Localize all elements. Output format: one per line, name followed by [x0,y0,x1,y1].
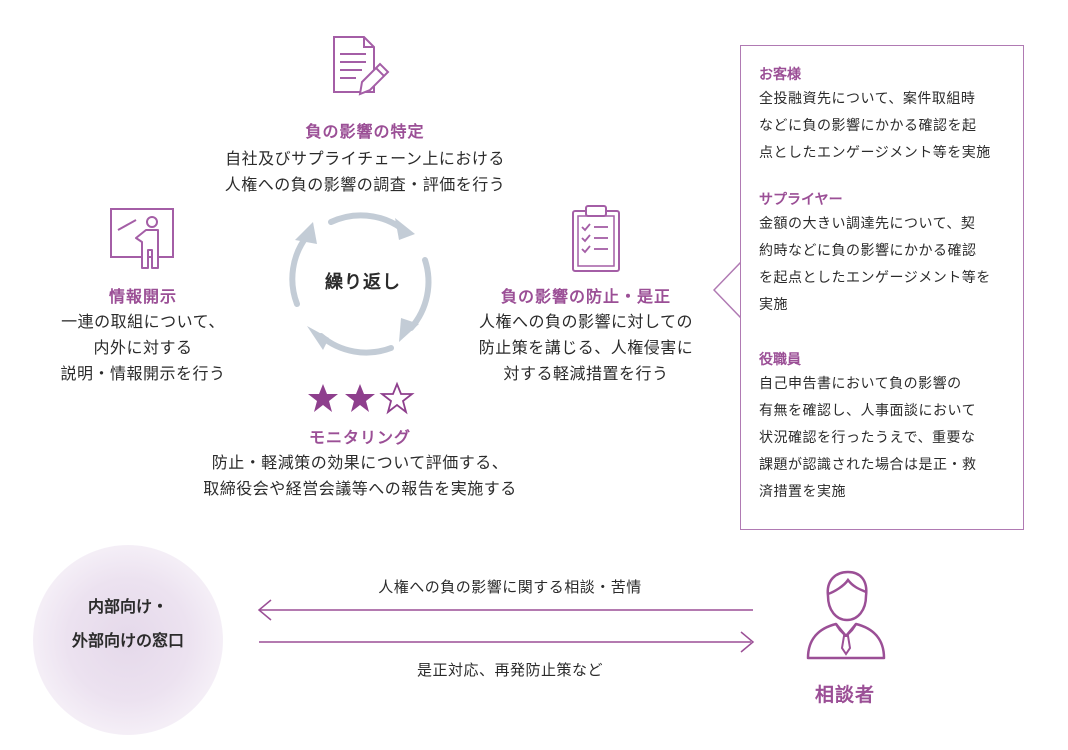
monitor-line: 取締役会や経営会議等への報告を実施する [203,479,517,498]
left-arrow [257,599,753,621]
detail-section-suppliers: サプライヤー 金額の大きい調達先について、契 約時などに負の影響にかかる確認 を… [759,189,991,319]
cycle-arrows [289,212,432,356]
star-outline-icon [379,381,415,415]
disclose-title: 情報開示 [108,287,177,306]
disclose-line: 一連の取組について、 [61,312,225,331]
top-arrow-label: 人権への負の影響に関する相談・苦情 [378,578,642,596]
person-suit-icon [806,570,886,660]
prevent-line: 人権への負の影響に対しての [478,312,694,331]
prevent-line: 対する軽減措置を行う [503,364,669,383]
detail-line: 金額の大きい調達先について、契 [759,216,976,232]
detail-line: などに負の影響にかかる確認を起 [759,118,977,134]
detail-line: を起点としたエンゲージメント等を [759,270,991,286]
monitor-title: モニタリング [308,428,411,447]
contact-line: 外部向けの窓口 [71,631,184,650]
detail-box: お客様 全投融資先について、案件取組時 などに負の影響にかかる確認を起 点とした… [740,45,1024,530]
stars-rating-icon [308,381,415,415]
monitor-description: 防止・軽減策の効果について評価する、 取締役会や経営会議等への報告を実施する [150,450,570,502]
disclose-step: 情報開示 一連の取組について、 内外に対する 説明・情報開示を行う [38,283,248,387]
consultant-label: 相談者 [814,684,875,706]
detail-section-customers: お客様 全投融資先について、案件取組時 などに負の影響にかかる確認を起 点とした… [759,64,991,167]
detail-line: 状況確認を行ったうえで、重要な [759,430,976,446]
identify-description: 自社及びサプライチェーン上における 人権への負の影響の調査・評価を行う [170,146,560,198]
detail-box-pointer [713,262,742,318]
prevent-line: 防止策を講じる、人権侵害に [478,338,694,357]
detail-line: 有無を確認し、人事面談において [759,403,977,419]
cycle-center-label: 繰り返し [325,272,401,293]
detail-section-title: お客様 [759,67,801,83]
disclose-line: 内外に対する [93,338,193,357]
detail-line: 課題が認識された場合は是正・救 [759,457,977,473]
detail-line: 点としたエンゲージメント等を実施 [759,145,991,161]
prevent-title: 負の影響の防止・是正 [500,287,671,306]
detail-line: 全投融資先について、案件取組時 [759,91,976,107]
bottom-arrow-label: 是正対応、再発防止策など [416,661,603,679]
presentation-board-icon [110,208,174,269]
detail-section-title: 役職員 [759,352,801,368]
contact-point-circle [33,545,223,735]
detail-line: 約時などに負の影響にかかる確認 [759,243,977,259]
monitor-line: 防止・軽減策の効果について評価する、 [211,453,509,472]
star-filled-icon [345,384,375,412]
document-pencil-icon [333,36,390,96]
prevent-step: 負の影響の防止・是正 人権への負の影響に対しての 防止策を講じる、人権侵害に 対… [455,283,717,387]
monitor-step: モニタリング 防止・軽減策の効果について評価する、 取締役会や経営会議等への報告… [150,424,570,502]
detail-section-text: 自己申告書において負の影響の 有無を確認し、人事面談において 状況確認を行ったう… [759,371,977,506]
disclose-line: 説明・情報開示を行う [60,364,226,383]
identify-line: 自社及びサプライチェーン上における [225,149,505,168]
contact-point-label: 内部向け・ 外部向けの窓口 [33,590,223,658]
prevent-description: 人権への負の影響に対しての 防止策を講じる、人権侵害に 対する軽減措置を行う [455,309,717,387]
clipboard-checklist-icon [572,205,620,272]
identify-line: 人権への負の影響の調査・評価を行う [224,175,506,194]
right-arrow [259,631,755,653]
detail-section-employees: 役職員 自己申告書において負の影響の 有無を確認し、人事面談において 状況確認を… [759,349,977,506]
identify-title: 負の影響の特定 [305,122,425,141]
identify-step: 負の影響の特定 自社及びサプライチェーン上における 人権への負の影響の調査・評価… [170,118,560,198]
detail-line: 済措置を実施 [759,484,846,500]
detail-line: 実施 [759,297,788,313]
detail-section-text: 金額の大きい調達先について、契 約時などに負の影響にかかる確認 を起点としたエン… [759,211,991,319]
detail-line: 自己申告書において負の影響の [759,376,962,392]
star-filled-icon [308,384,338,412]
detail-section-text: 全投融資先について、案件取組時 などに負の影響にかかる確認を起 点としたエンゲー… [759,86,991,167]
disclose-description: 一連の取組について、 内外に対する 説明・情報開示を行う [38,309,248,387]
detail-section-title: サプライヤー [759,192,843,208]
contact-line: 内部向け・ [87,597,168,616]
